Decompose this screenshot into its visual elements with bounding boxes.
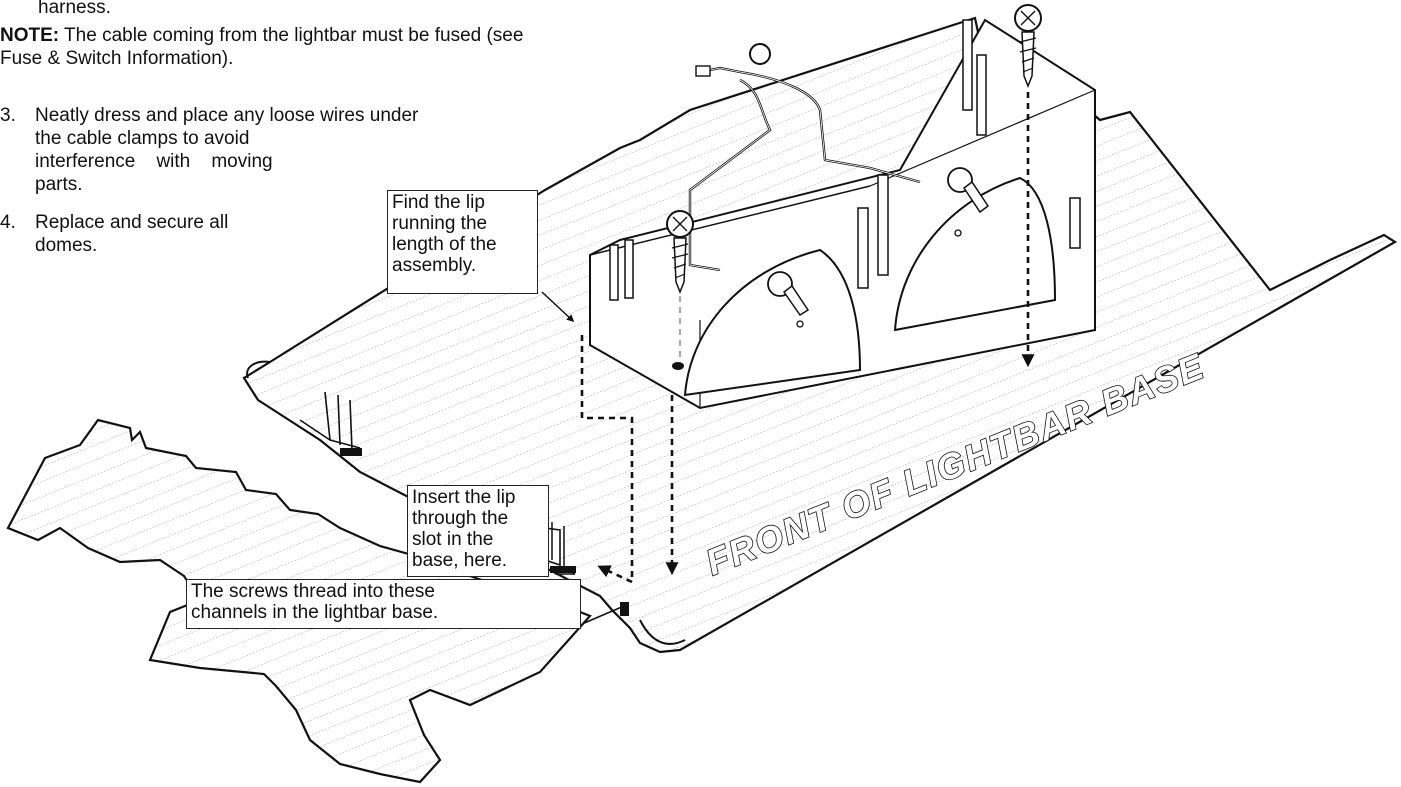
step-line: the cable clamps to avoid [35,128,250,149]
lamp-module [589,18,1096,410]
note-body-line2: Fuse & Switch Information). [0,48,234,69]
harness-text: harness. [38,0,111,18]
note-body-line1: The cable coming from the lightbar must … [59,25,524,46]
note-label: NOTE: [0,25,60,46]
callout-line: channels in the lightbar base. [191,602,439,623]
step-number: 3. [0,105,16,126]
callout-line: Find the lip [392,192,485,213]
note-paragraph: NOTE: The cable coming from the lightbar… [0,24,620,70]
callout-line: assembly. [392,255,477,276]
callout-line: length of the [392,234,497,255]
step-line: interference with moving [35,151,273,172]
callout-line: Insert the lip [412,487,516,508]
step-text: Replace and secure all domes. [35,211,275,257]
step-text: Neatly dress and place any loose wires u… [35,104,418,196]
assembly-guide-arrows [580,92,1035,585]
step-4: 4. Replace and secure all domes. [0,211,300,261]
callout-line: running the [392,213,488,234]
step-line: parts. [35,174,83,195]
callout-screws-thread: The screws thread into these channels in… [186,579,581,629]
screw-right [1014,4,1042,89]
callout-insert-lip: Insert the lip through the slot in the b… [407,485,549,577]
step-number: 4. [0,212,16,233]
callout-find-lip: Find the lip running the length of the a… [387,190,538,294]
step-line: domes. [35,235,98,256]
callout-leaders [541,291,625,625]
callout-line: The screws thread into these [191,581,435,602]
callout-line: slot in the [412,529,494,550]
callout-line: through the [412,508,509,529]
callout-line: base, here. [412,550,508,571]
screw-left [666,210,694,295]
step-line: Replace and secure all [35,212,229,233]
step-3: 3. Neatly dress and place any loose wire… [0,104,560,204]
step-line: Neatly dress and place any loose wires u… [35,105,419,126]
